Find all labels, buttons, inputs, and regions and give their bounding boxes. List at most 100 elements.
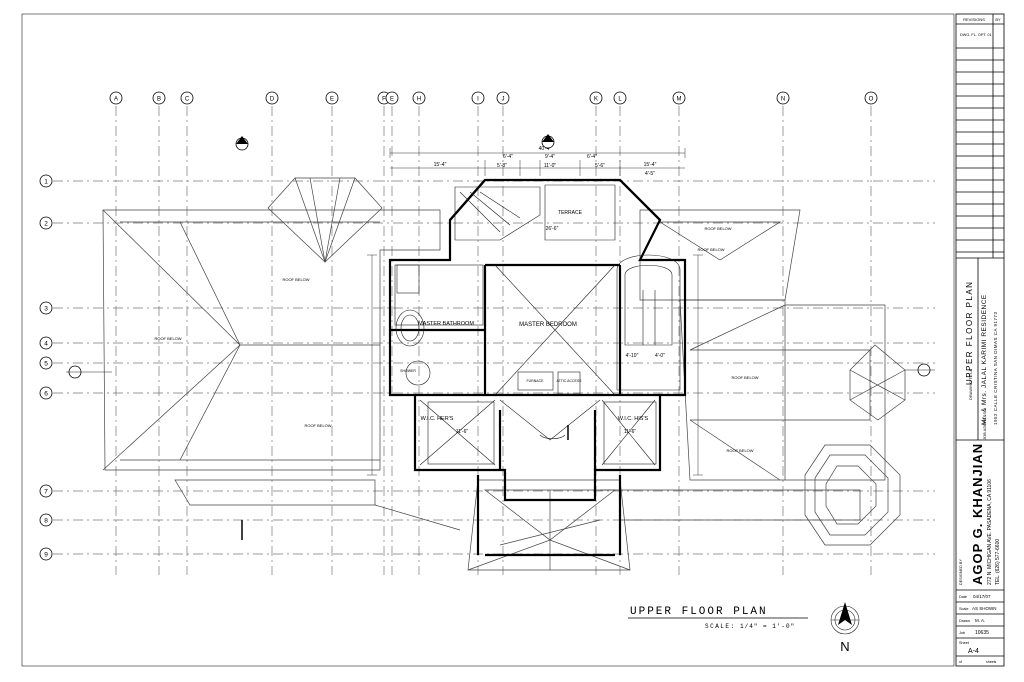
room-labels: MASTER BEDROOM MASTER BATHROOM W.I.C. HE… (400, 210, 648, 422)
dimension-text: 15'-4" (644, 162, 657, 168)
grid-bubble-row (39, 356, 53, 370)
terrace-label: TERRACE (558, 210, 583, 216)
north-label: N (840, 639, 849, 654)
grid-bubble-label: N (781, 97, 785, 103)
revision-entry: DWG. FL. OPT. 01 (960, 33, 992, 37)
shower-label: SHOWER (400, 369, 416, 373)
grid-bubble-row (39, 484, 53, 498)
roof-below-label: ROOF BELOW (282, 277, 309, 282)
sheet-value: A-4 (968, 648, 979, 655)
title-block: REVISIONS BY DWG. FL. OPT. 01 DRAWING TI… (955, 13, 1005, 667)
section-arrow-icon (542, 134, 554, 142)
grid-bubble-column (412, 91, 426, 105)
revisions-header: REVISIONS (963, 17, 985, 22)
grid-bubble-label: 3 (44, 306, 48, 313)
designer-name: AGOP G. KHANJIAN (970, 443, 985, 585)
section-markers (66, 134, 935, 540)
roof-below-label: ROOF BELOW (731, 375, 758, 380)
grid-bubble-column (180, 91, 194, 105)
grid-bubble-label: L (618, 97, 622, 103)
dimension-text: 9'-4" (545, 154, 555, 160)
designer-tel: TEL. (626) 577-6600 (995, 539, 1001, 585)
of-label: of (959, 660, 962, 664)
dimension-text: 4'-10" (626, 353, 639, 359)
grid-bubble-column (109, 91, 123, 105)
grid-bubble-column (325, 91, 339, 105)
dimension-text: 11'-6" (624, 429, 637, 435)
grid-bubble-label: K (594, 97, 598, 103)
scale-value: 1/4" = 1'-0" (740, 623, 795, 630)
roof-below-label: ROOF BELOW (154, 336, 181, 341)
grid-bubble-column (385, 91, 399, 105)
drawing-title-block: UPPER FLOOR PLAN SCALE: 1/4" = 1'-0" (628, 606, 808, 630)
grid-bubble-column (864, 91, 878, 105)
grid-bubble-row (39, 174, 53, 188)
grid-bubble-label: 5 (44, 361, 48, 368)
dimension-text: 40'-4" (539, 146, 552, 152)
project-caption: JOB ADDRESS (982, 412, 987, 440)
project-address: 1952 CALLE CRISTINA SAN DIMAS CA 91773 (993, 311, 998, 425)
grid-bubble-label: B (157, 97, 161, 103)
date-label: Date (959, 595, 967, 599)
grid-bubble-label: I (477, 97, 479, 103)
job-label: Job (959, 631, 965, 635)
grid-bubble-label: 8 (44, 518, 48, 525)
grid-bubble-label: C (185, 97, 190, 103)
grid-bubble-label: M (677, 97, 682, 103)
grid-bubble-column (152, 91, 166, 105)
grid-bubble-column (589, 91, 603, 105)
dimension-text: 11'-6" (456, 429, 469, 435)
roof-below-label: ROOF BELOW (704, 226, 731, 231)
grid-bubble-column (265, 91, 279, 105)
dimension-labels: 40'-4" 15'-4" 6'-4" 9'-4" 6'-4" 15'-4" 5… (434, 146, 666, 435)
sheet-border (21, 13, 955, 667)
grid-bubble-label: J (502, 97, 505, 103)
roof-below-label: ROOF BELOW (304, 423, 331, 428)
grid-bubble-row (39, 336, 53, 350)
job-value: 10635 (975, 630, 989, 636)
grid-bubble-row (39, 513, 53, 527)
grid-bubble-label: 7 (44, 489, 48, 496)
roof-below-labels: ROOF BELOW ROOF BELOW ROOF BELOW ROOF BE… (154, 226, 758, 453)
grid-bubble-label: 2 (44, 221, 48, 228)
dimension-text: 26'-6" (546, 226, 559, 232)
dimension-text: 4'-0" (655, 353, 665, 359)
date-value: 04/17/07 (973, 594, 991, 599)
grid-bubble-label: F (382, 97, 386, 103)
grid-bubble-label: 1 (44, 179, 48, 186)
drawn-label: Drawn (959, 619, 970, 623)
master-bedroom-label: MASTER BEDROOM (519, 322, 577, 328)
designer-address: 272 N. MICHIGAN AVE. PASADENA, CA 91106 (987, 479, 993, 585)
drawing-title-caption: DRAWING TITLE (968, 369, 973, 400)
grid-bubble-label: 6 (44, 391, 48, 398)
grid-bubble-column (471, 91, 485, 105)
sheets-label: sheets (986, 660, 997, 664)
project-name: Mr. & Mrs. JALAL KARIMI RESIDENCE (981, 294, 988, 425)
attic-label: ATTIC ACCESS (556, 379, 582, 383)
sheet-label: Sheet (959, 641, 970, 645)
dimension-text: 4'-5" (645, 171, 655, 177)
grid-bubble-label: D (270, 97, 275, 103)
north-arrow-icon: N (830, 602, 860, 654)
grid-bubble-row (39, 547, 53, 561)
revision-rows (956, 47, 1004, 253)
drawing-title: UPPER FLOOR PLAN (630, 606, 768, 618)
grid-bubble-label: O (869, 97, 874, 103)
dimension-text: 6'-4" (587, 154, 597, 160)
by-header: BY (995, 17, 1001, 22)
drawn-value: M. A. (975, 618, 985, 623)
designed-by-caption: DESIGNED BY (959, 559, 963, 585)
dimension-text: 5'-6" (595, 163, 605, 169)
grid-lines (53, 106, 935, 575)
grid-bubble-column (496, 91, 510, 105)
exterior-walls (388, 178, 687, 557)
sheet-drawing-title: UPPER FLOOR PLAN (965, 281, 974, 385)
wic-his-label: W.I.C. HIS'S (618, 416, 649, 422)
grid-bubble-label: H (417, 97, 421, 103)
roof-below-label: ROOF BELOW (726, 448, 753, 453)
furnace-label: FURNACE (527, 379, 545, 383)
master-bathroom-label: MASTER BATHROOM (418, 321, 474, 327)
